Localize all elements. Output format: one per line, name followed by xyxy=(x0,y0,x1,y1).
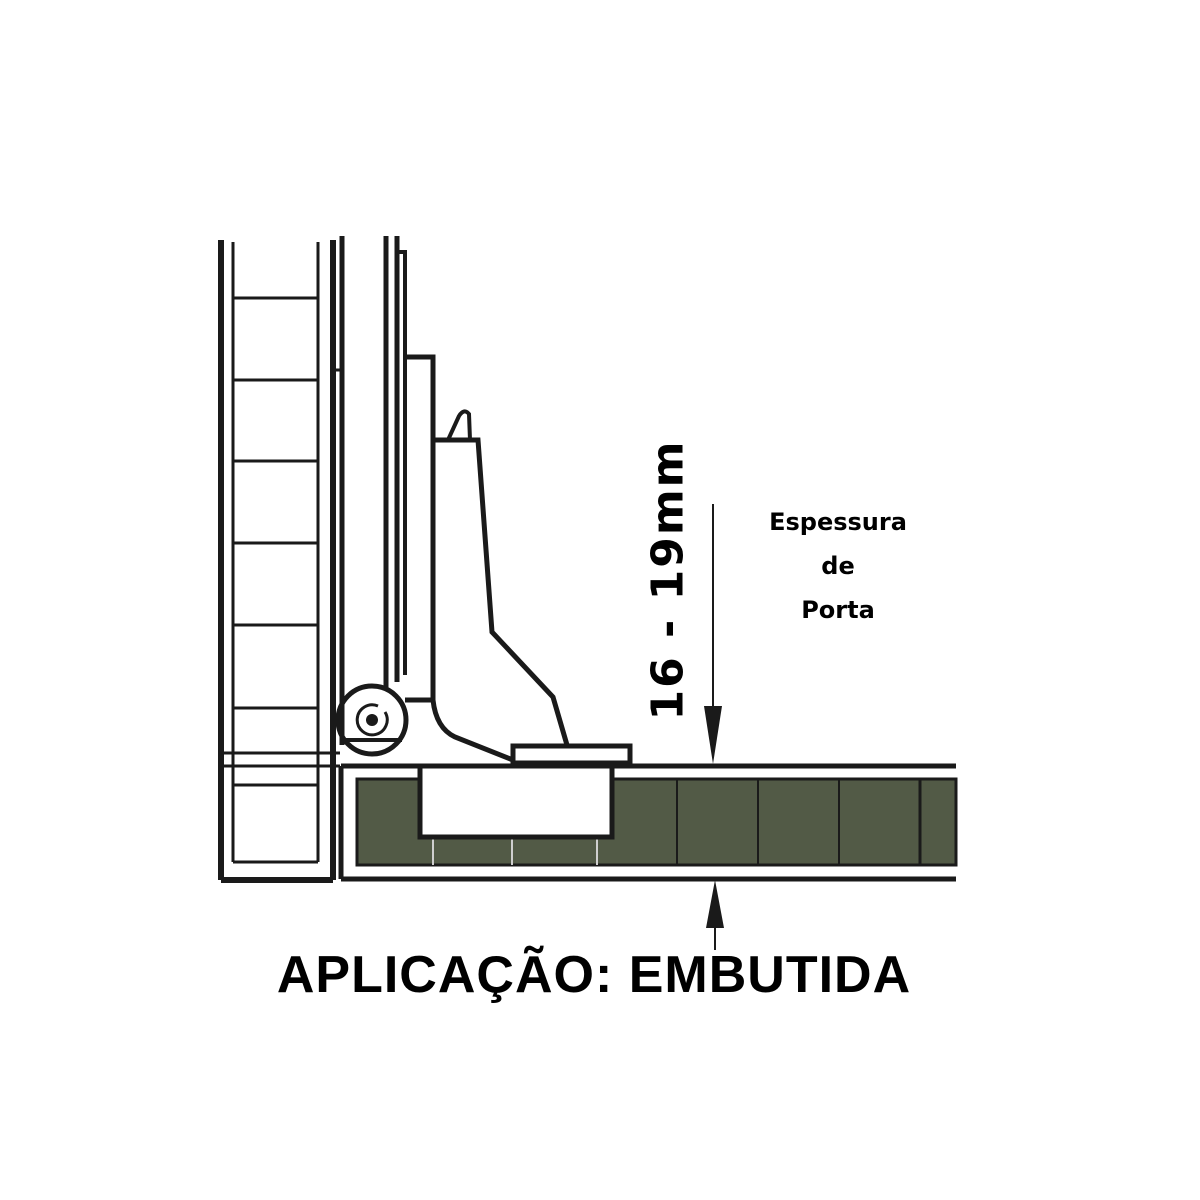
hinge-arm xyxy=(383,236,633,766)
thickness-label-line1: Espessura xyxy=(769,508,907,536)
thickness-label-line3: Porta xyxy=(801,596,875,624)
hinge-cup xyxy=(417,763,615,840)
application-title: APLICAÇÃO: EMBUTIDA xyxy=(276,946,912,1004)
cabinet-side-panel xyxy=(218,236,345,883)
thickness-label-line2: de xyxy=(821,552,855,580)
dimension-arrows xyxy=(704,504,724,950)
hinge-pivot xyxy=(335,683,409,757)
dimension-label: 16 - 19mm xyxy=(642,439,694,721)
door-thickness-label: Espessura de Porta xyxy=(738,500,938,632)
